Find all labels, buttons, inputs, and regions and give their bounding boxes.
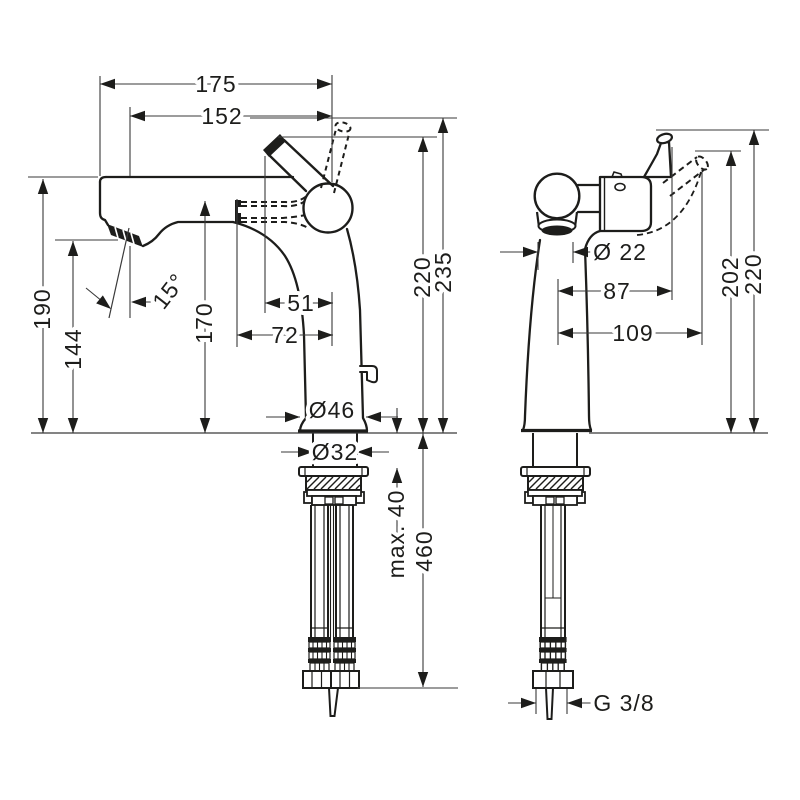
dim-aerator-angle: 15° xyxy=(147,268,191,314)
spout-head xyxy=(533,172,581,220)
lever-side xyxy=(642,140,673,179)
lever-front-alt-dashed xyxy=(320,121,352,194)
installation-parts-side xyxy=(520,433,591,720)
installation-parts-front xyxy=(298,433,369,717)
dim-outlet-height: 170 xyxy=(191,302,217,343)
body-left-edge xyxy=(521,238,542,432)
dim-lever-max-reach: 109 xyxy=(612,320,653,346)
dim-lever-offset: 51 xyxy=(287,290,315,316)
dim-lever-height-front: 220 xyxy=(409,256,435,297)
dim-lever-reach: 87 xyxy=(603,278,631,304)
pull-rod-side xyxy=(544,687,555,720)
dim-spout-dia: Ø 22 xyxy=(593,239,647,265)
spray-end-notch xyxy=(238,207,241,213)
lever-front xyxy=(263,134,335,193)
dim-aerator-height: 144 xyxy=(60,328,86,369)
dim-spout-height: 190 xyxy=(29,288,55,329)
cartridge-body xyxy=(598,175,653,233)
pullout-spray-dashed xyxy=(241,193,310,229)
drain-pull-knob xyxy=(359,365,378,384)
dim-spout-reach: 152 xyxy=(201,103,242,129)
dim-total-width: 175 xyxy=(195,71,236,97)
dim-lever-max-height-side: 220 xyxy=(740,253,766,294)
dim-shank-dia: Ø32 xyxy=(312,439,358,465)
set-screw xyxy=(614,182,626,192)
side-view xyxy=(520,132,709,720)
pull-rod-front xyxy=(327,687,340,717)
dim-deck-thickness-max: max. 40 xyxy=(383,490,409,579)
dim-spray-offset: 72 xyxy=(271,322,299,348)
aerator-hatch xyxy=(114,226,135,245)
side-outline xyxy=(521,171,653,432)
dim-connection-thread: G 3/8 xyxy=(593,690,654,716)
dim-lever-height-side: 202 xyxy=(717,256,743,297)
spout-outline xyxy=(98,175,378,433)
dim-lever-max-height-front: 235 xyxy=(430,251,456,292)
body-right-edge xyxy=(583,247,593,432)
dim-hose-length: 460 xyxy=(411,530,437,571)
front-view xyxy=(98,121,378,717)
dim-base-dia: Ø46 xyxy=(309,397,355,423)
lever-side-alt-dashed xyxy=(636,155,709,236)
spout-outlet xyxy=(541,225,573,236)
lever-side-cap xyxy=(655,132,674,145)
lever-joint-ball xyxy=(302,182,354,234)
